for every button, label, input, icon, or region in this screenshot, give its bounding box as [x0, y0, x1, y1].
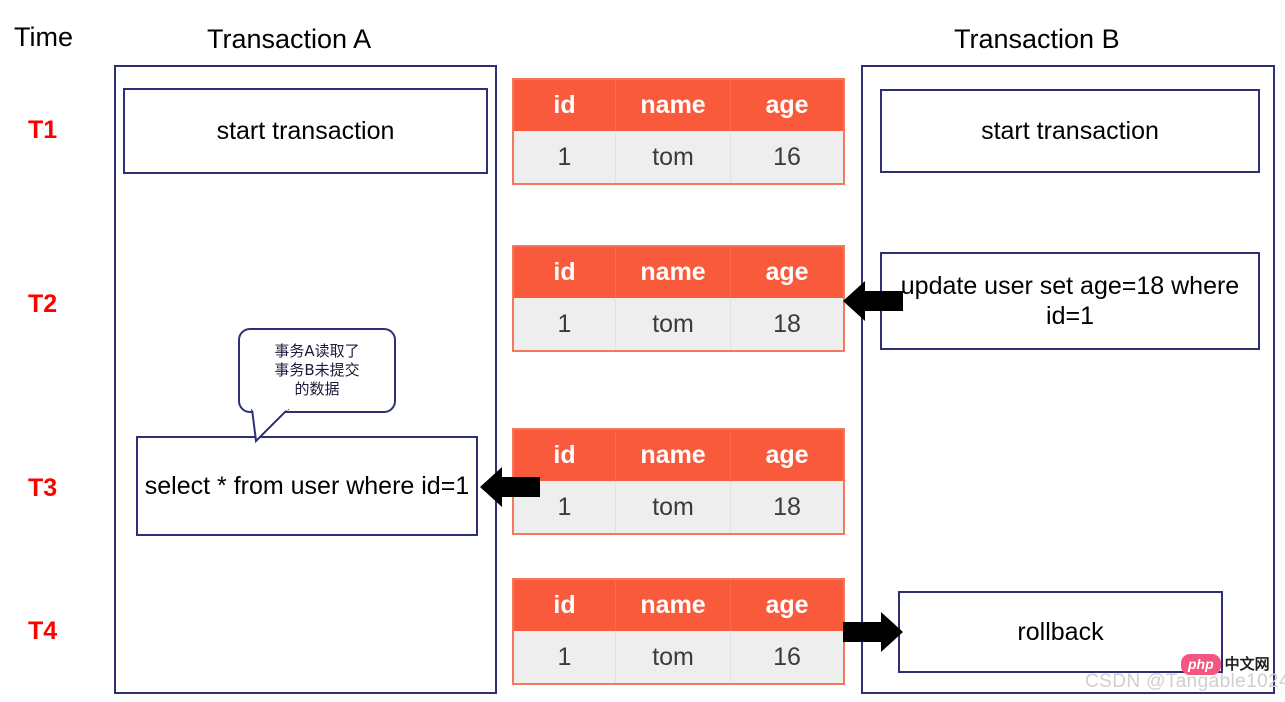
arrow-left-icon-t2 [843, 281, 903, 321]
table-row: 1 tom 16 [514, 631, 843, 683]
callout-line-1: 事务A读取了 [274, 341, 360, 360]
statement-a-t1-start-transaction[interactable]: start transaction [123, 88, 488, 174]
table-header-age: age [765, 91, 809, 119]
arrow-left-icon-t3 [480, 467, 540, 507]
statement-b-t4-rollback[interactable]: rollback [898, 591, 1223, 673]
table-cell-id: 1 [514, 481, 616, 533]
callout-bubble: 事务A读取了 事务B未提交 的数据 [238, 328, 396, 413]
table-cell-name: tom [616, 631, 732, 683]
table-row: 1 tom 18 [514, 481, 843, 533]
table-header-row: id name age [514, 580, 843, 631]
table-header-row: id name age [514, 247, 843, 298]
time-tick-t2: T2 [28, 290, 58, 318]
table-header-id: id [514, 430, 616, 481]
time-tick-t1: T1 [28, 116, 58, 144]
data-table-t1: id name age 1 tom 16 [512, 78, 845, 185]
data-table-t4: id name age 1 tom 16 [512, 578, 845, 685]
table-header-id: id [514, 580, 616, 631]
statement-a-t3-select[interactable]: select * from user where id=1 [136, 436, 478, 536]
data-table-t3: id name age 1 tom 18 [512, 428, 845, 535]
table-header-age: age [765, 591, 809, 619]
statement-a-t3-text: select * from user where id=1 [144, 471, 470, 500]
callout-line-2: 事务B未提交 [274, 360, 360, 379]
time-axis-label: Time [14, 22, 73, 52]
statement-b-t1-text: start transaction [981, 116, 1159, 145]
table-header-age: age [765, 441, 809, 469]
transaction-b-title: Transaction B [954, 24, 1120, 54]
table-header-id: id [514, 80, 616, 131]
transaction-a-title: Transaction A [207, 24, 372, 54]
statement-b-t2-text: update user set age=18 where id=1 [900, 271, 1240, 331]
table-header-name: name [616, 80, 732, 131]
table-cell-age: 16 [773, 142, 801, 171]
statement-b-t4-text: rollback [1017, 617, 1104, 646]
table-header-row: id name age [514, 430, 843, 481]
table-header-name: name [616, 247, 732, 298]
time-tick-t3: T3 [28, 474, 58, 502]
table-cell-age: 18 [773, 492, 801, 521]
table-header-name: name [616, 580, 732, 631]
statement-b-t2-update[interactable]: update user set age=18 where id=1 [880, 252, 1260, 350]
table-cell-age: 18 [773, 309, 801, 338]
csdn-watermark: CSDN @Tangable1024 [1085, 671, 1285, 692]
php-logo-pill: php [1181, 654, 1221, 675]
table-cell-id: 1 [514, 631, 616, 683]
table-header-age: age [765, 258, 809, 286]
table-cell-id: 1 [514, 298, 616, 350]
php-cn-logo: php 中文网 [1181, 654, 1270, 675]
table-row: 1 tom 18 [514, 298, 843, 350]
table-row: 1 tom 16 [514, 131, 843, 183]
table-cell-age: 16 [773, 642, 801, 671]
callout-tail-icon [250, 409, 290, 443]
table-header-id: id [514, 247, 616, 298]
table-cell-id: 1 [514, 131, 616, 183]
statement-a-t1-text: start transaction [216, 116, 395, 145]
table-cell-name: tom [616, 298, 732, 350]
table-cell-name: tom [616, 131, 732, 183]
table-header-row: id name age [514, 80, 843, 131]
callout-line-3: 的数据 [294, 380, 340, 399]
table-cell-name: tom [616, 481, 732, 533]
data-table-t2: id name age 1 tom 18 [512, 245, 845, 352]
table-header-name: name [616, 430, 732, 481]
statement-b-t1-start-transaction[interactable]: start transaction [880, 89, 1260, 173]
time-tick-t4: T4 [28, 617, 58, 645]
php-logo-label: 中文网 [1224, 655, 1270, 673]
arrow-right-icon-t4 [843, 612, 903, 652]
